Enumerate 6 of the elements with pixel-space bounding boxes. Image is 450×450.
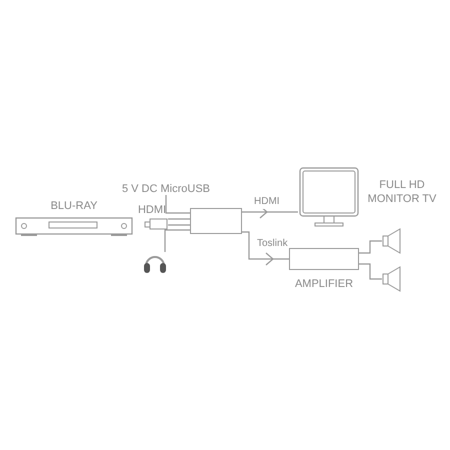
edge-label: HDMI: [253, 194, 281, 209]
device-label: FULL HD MONITOR TV: [366, 178, 438, 206]
device-label: BLU-RAY: [50, 199, 98, 214]
connector-label: HDMI: [136, 203, 168, 218]
connector-label: 5 V DC MicroUSB: [120, 182, 212, 197]
device-label: AMPLIFIER: [294, 277, 354, 292]
